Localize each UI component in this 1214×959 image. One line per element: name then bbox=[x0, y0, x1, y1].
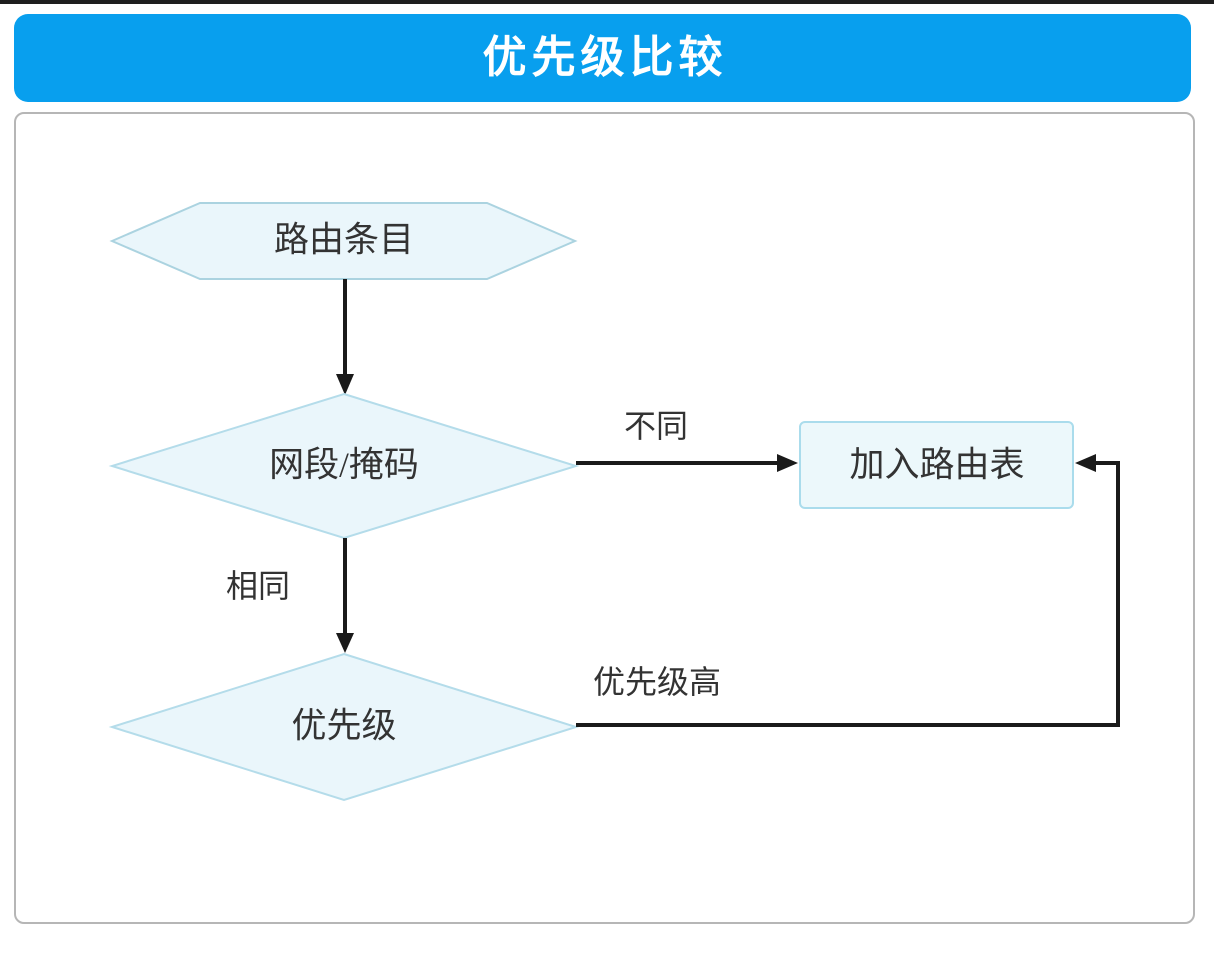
node-label-segment-mask: 网段/掩码 bbox=[269, 445, 419, 485]
edge-label-priority-high: 优先级高 bbox=[592, 664, 722, 700]
page-title: 优先级比较 bbox=[482, 33, 728, 82]
node-label-priority: 优先级 bbox=[291, 706, 397, 746]
flowchart-panel bbox=[14, 112, 1195, 924]
top-edge-strip bbox=[0, 0, 1214, 4]
title-banner: 优先级比较 bbox=[14, 14, 1191, 102]
edge-label-different: 不同 bbox=[623, 408, 689, 444]
node-label-add-route-table: 加入路由表 bbox=[849, 445, 1025, 485]
edge-label-same: 相同 bbox=[225, 568, 291, 604]
node-label-route-entry: 路由条目 bbox=[273, 220, 415, 260]
